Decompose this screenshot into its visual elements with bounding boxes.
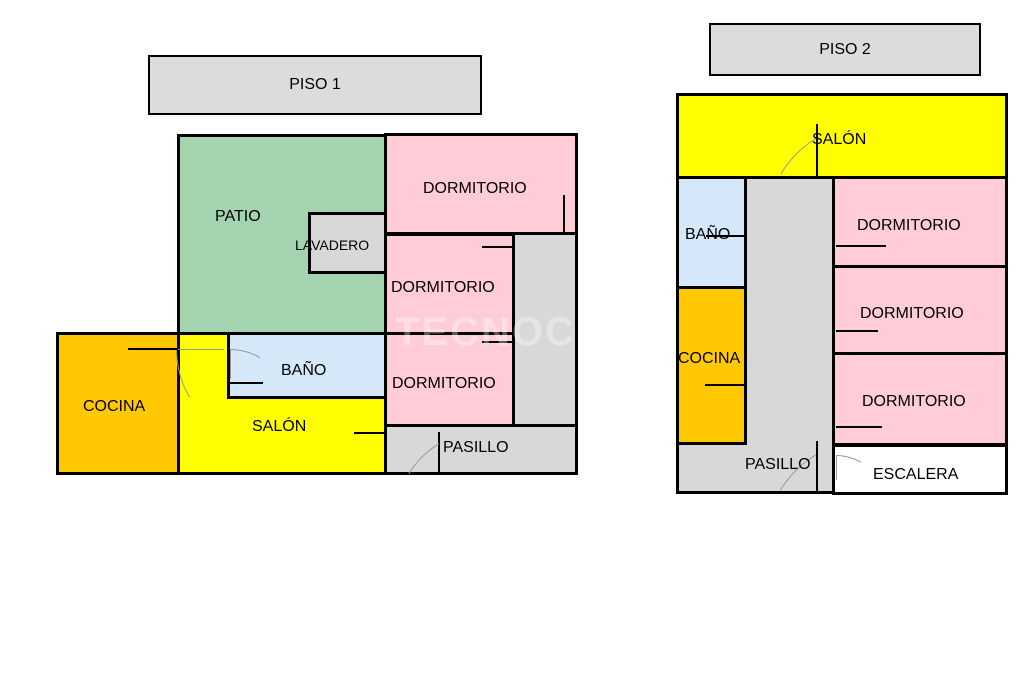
label-salon: SALÓN — [252, 418, 307, 435]
label-salon-2: SALÓN — [812, 131, 867, 148]
piso1-title: PISO 1 — [148, 55, 482, 115]
room-salon-2 — [676, 93, 1008, 179]
door-leaf — [836, 330, 878, 332]
label-dormitorio-2-2: DORMITORIO — [860, 305, 964, 322]
label-escalera: ESCALERA — [873, 466, 959, 483]
room-dormitorio-3 — [384, 332, 515, 427]
room-lavadero — [308, 212, 387, 274]
label-dormitorio-2-3: DORMITORIO — [862, 393, 966, 410]
door-leaf — [705, 384, 745, 386]
room-dormitorio-2-2 — [832, 265, 1008, 355]
piso1-title-text: PISO 1 — [289, 76, 341, 93]
room-cocina — [56, 332, 180, 475]
label-dormitorio-2-1: DORMITORIO — [857, 217, 961, 234]
door-leaf — [563, 195, 565, 233]
door-leaf — [706, 235, 746, 237]
door-leaf — [816, 441, 818, 493]
door-leaf — [482, 246, 512, 248]
room-bano-2 — [676, 176, 747, 289]
door-leaf — [354, 432, 384, 434]
label-bano: BAÑO — [281, 362, 327, 379]
room-escalera — [832, 444, 1008, 495]
label-dormitorio-1: DORMITORIO — [423, 180, 527, 197]
room-cocina-2 — [676, 286, 747, 445]
label-dormitorio-2: DORMITORIO — [391, 279, 495, 296]
label-pasillo: PASILLO — [443, 439, 509, 456]
label-bano-2: BAÑO — [685, 226, 731, 243]
label-cocina: COCINA — [83, 398, 146, 415]
watermark-logo: TECNOC — [395, 310, 576, 354]
room-dormitorio-2-1 — [832, 176, 1008, 268]
piso2-title: PISO 2 — [709, 23, 981, 76]
door-leaf — [230, 382, 263, 384]
label-cocina-2: COCINA — [678, 350, 741, 367]
label-patio: PATIO — [215, 208, 261, 225]
label-pasillo-2: PASILLO — [745, 456, 811, 473]
door-leaf — [482, 341, 512, 343]
room-dormitorio-1 — [384, 133, 578, 235]
door-leaf — [836, 245, 886, 247]
door-leaf — [816, 124, 818, 178]
label-lavadero: LAVADERO — [295, 237, 370, 253]
label-dormitorio-3: DORMITORIO — [392, 375, 496, 392]
piso2-title-text: PISO 2 — [819, 40, 871, 58]
door-leaf — [128, 348, 178, 350]
door-leaf — [438, 432, 440, 474]
door-leaf — [836, 426, 882, 428]
